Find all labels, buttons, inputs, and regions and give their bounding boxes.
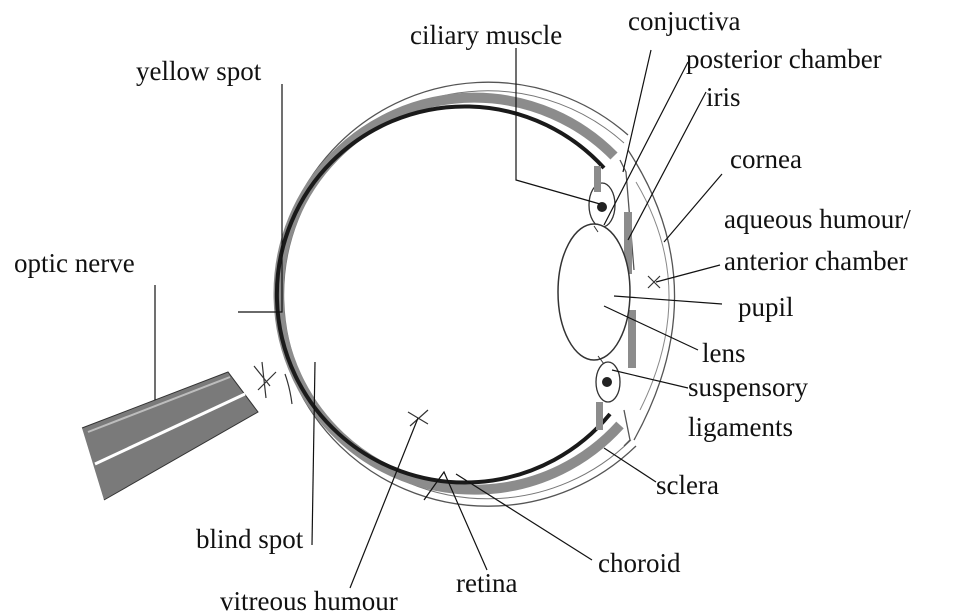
label-optic-nerve: optic nerve — [14, 248, 135, 278]
label-suspensory-1: suspensory — [688, 372, 808, 402]
label-lens: lens — [702, 338, 746, 368]
label-posterior-chamber: posterior chamber — [686, 44, 882, 74]
lens-shape — [558, 224, 630, 360]
leader-cornea — [664, 174, 722, 242]
leader-lines — [155, 48, 722, 588]
label-ciliary-muscle: ciliary muscle — [410, 20, 562, 50]
label-yellow-spot: yellow spot — [136, 56, 262, 86]
label-aqueous-humour-2: anterior chamber — [724, 246, 908, 276]
leader-iris — [628, 92, 706, 240]
label-blind-spot: blind spot — [196, 524, 304, 554]
cornea-shape — [628, 150, 675, 440]
leader-conjuctiva — [623, 50, 651, 172]
label-cornea: cornea — [730, 144, 802, 174]
label-choroid: choroid — [598, 548, 681, 578]
leader-blind-spot — [312, 362, 315, 545]
leader-ciliary-muscle — [516, 48, 600, 204]
label-vitreous-humour: vitreous humour — [220, 586, 398, 616]
label-aqueous-humour-1: aqueous humour/ — [724, 204, 911, 234]
leader-aqueous — [656, 265, 720, 282]
label-sclera: sclera — [656, 470, 719, 500]
label-suspensory-2: ligaments — [688, 412, 793, 442]
label-iris: iris — [706, 82, 741, 112]
blind-spot-mark — [254, 362, 292, 404]
leader-vitreous — [350, 418, 418, 588]
leader-sclera — [604, 448, 656, 482]
leader-suspensory — [612, 370, 688, 388]
eyeball-drawing — [82, 82, 675, 506]
label-pupil: pupil — [738, 292, 794, 322]
label-retina: retina — [456, 568, 517, 598]
label-conjuctiva: conjuctiva — [628, 6, 740, 36]
optic-nerve-shape — [82, 372, 258, 500]
